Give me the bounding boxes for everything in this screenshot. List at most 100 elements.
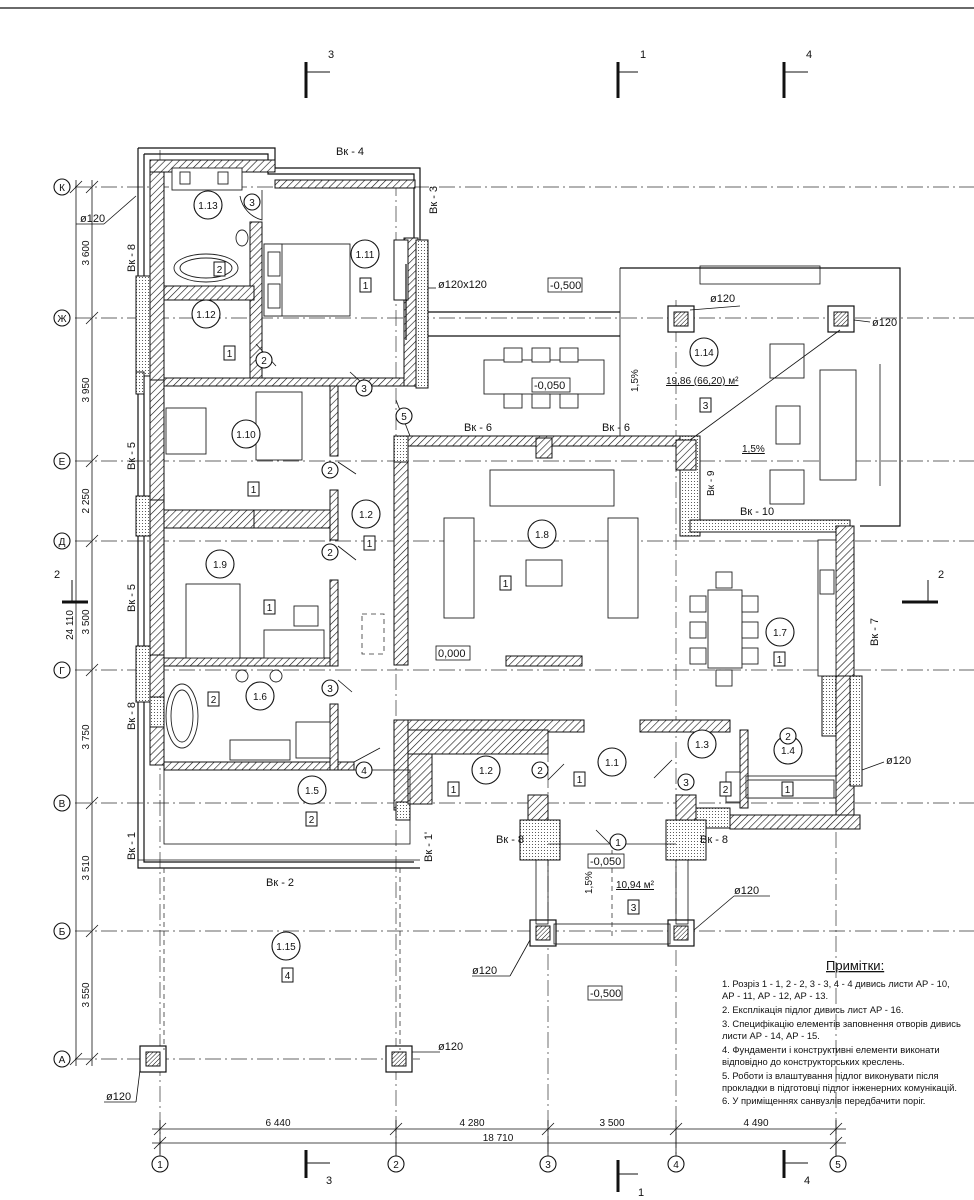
door-2-dressing: 2 — [261, 356, 267, 367]
note-line-7: відповідно до конструкторських креслень. — [722, 1056, 905, 1067]
terrace-details — [619, 268, 841, 441]
wall-label-vk6-right: Вк - 6 — [602, 422, 630, 434]
floor-1-7: 1 — [777, 655, 783, 666]
room-1-10: 1.10 — [236, 430, 256, 441]
floor-1-10: 1 — [251, 485, 257, 496]
room-1-11: 1.11 — [356, 250, 375, 261]
axis-label-4: 4 — [673, 1160, 679, 1171]
room-1-13: 1.13 — [198, 201, 218, 212]
left-dimensions: 3 600 3 950 2 250 3 500 3 750 3 510 3 55… — [65, 180, 99, 1066]
door-1-entrance: 1 — [615, 838, 621, 849]
dim-left-total: 24 110 — [65, 610, 76, 640]
floor-1-12: 1 — [227, 349, 233, 360]
cut-label-1-top: 1 — [640, 49, 646, 61]
axis-label-2: 2 — [393, 1160, 399, 1171]
note-line-2: АР - 11, АР - 12, АР - 13. — [722, 990, 828, 1001]
cut-label-3-bottom: 3 — [326, 1175, 332, 1187]
note-line-5: листи АР - 14, АР - 15. — [722, 1030, 820, 1041]
notes-title: Примітки: — [826, 958, 884, 973]
floor-1-9: 1 — [267, 603, 273, 614]
cut-label-4-top: 4 — [806, 49, 812, 61]
level-yard: -0,500 — [590, 988, 621, 1000]
axis-label-3: 3 — [545, 1160, 551, 1171]
wall-label-vk7: Вк - 7 — [869, 618, 881, 646]
door-3-bedroom: 3 — [361, 384, 367, 395]
note-line-6: 4. Фундаменти і конструктивні елементи в… — [722, 1044, 940, 1055]
column-axis-markers: 1 2 3 4 5 — [151, 1155, 847, 1173]
level-terrace: -0,500 — [550, 280, 581, 292]
dim-left-6: 3 510 — [81, 855, 92, 880]
note-line-3: 2. Експлікація підлог дивись лист АР - 1… — [722, 1004, 904, 1015]
floor-1-13: 2 — [217, 265, 223, 276]
room-1-5: 1.5 — [305, 786, 319, 797]
col-label-2: ø120x120 — [438, 279, 487, 291]
door-5-terrace: 5 — [401, 412, 407, 423]
axis-label-A: А — [59, 1055, 66, 1066]
floor-1-6: 2 — [211, 695, 217, 706]
wall-label-vk3: Вк - 3 — [428, 186, 440, 214]
col-label-1: ø120 — [80, 213, 105, 225]
door-markers: 3 2 3 5 2 2 3 4 2 3 2 1 — [243, 193, 797, 851]
wall-label-vk4: Вк - 4 — [336, 146, 364, 158]
porch — [138, 769, 689, 1050]
wall-label-vk10: Вк - 10 — [740, 506, 774, 518]
dim-left-1: 3 600 — [81, 240, 92, 265]
note-line-8: 5. Роботи із влаштування підлог виконува… — [722, 1070, 939, 1081]
room-1-2-storage: 1.2 — [479, 766, 493, 777]
col-label-3: ø120 — [710, 293, 735, 305]
room-1-1: 1.1 — [605, 758, 619, 769]
wall-label-vk8-porch-right: Вк - 8 — [700, 834, 728, 846]
room-1-2-hall: 1.2 — [359, 510, 373, 521]
bottom-dimensions: 6 440 4 280 3 500 4 490 18 710 — [152, 1118, 846, 1156]
area-terrace: 19,86 (66,20) м² — [666, 376, 739, 387]
door-4-garage: 4 — [361, 766, 367, 777]
floor-1-3: 2 — [723, 785, 729, 796]
level-dining: -0,050 — [534, 380, 565, 392]
room-1-15: 1.15 — [276, 942, 296, 953]
floor-1-2-storage: 1 — [451, 785, 457, 796]
cut-label-3-top: 3 — [328, 49, 334, 61]
dim-bottom-total: 18 710 — [483, 1133, 514, 1144]
room-1-6: 1.6 — [253, 692, 267, 703]
axis-label-K: К — [59, 183, 65, 194]
dim-bottom-1: 6 440 — [265, 1118, 290, 1129]
room-1-12: 1.12 — [196, 310, 216, 321]
column-leaders — [76, 195, 885, 1103]
note-line-4: 3. Специфікацію елементів заповнення отв… — [722, 1018, 961, 1029]
col-label-7: ø120 — [472, 965, 497, 977]
door-3-bath: 3 — [249, 198, 255, 209]
axis-label-E: Е — [59, 457, 66, 468]
wall-label-vk5-lower: Вк - 5 — [126, 584, 138, 612]
floor-1-11: 1 — [363, 281, 369, 292]
axis-label-5: 5 — [835, 1160, 841, 1171]
wall-label-vk8-porch-left: Вк - 8 — [496, 834, 524, 846]
dim-left-7: 3 550 — [81, 982, 92, 1007]
col-label-4: ø120 — [872, 317, 897, 329]
column-labels: ø120 ø120x120 ø120 ø120 ø120 ø120 ø120 ø… — [80, 213, 911, 1103]
floor-1-1: 1 — [577, 775, 583, 786]
slope-terrace: 1,5% — [742, 444, 765, 455]
room-1-14: 1.14 — [694, 348, 714, 359]
section-markers — [62, 62, 938, 1192]
note-line-9: прокладки в підготовці підлог інженерних… — [722, 1082, 957, 1093]
wall-label-vk6-left: Вк - 6 — [464, 422, 492, 434]
door-2-utility: 2 — [785, 732, 791, 743]
notes-block: Примітки: 1. Розріз 1 - 1, 2 - 2, 3 - 3,… — [722, 958, 961, 1106]
cut-label-2-left: 2 — [54, 569, 60, 581]
row-axis-markers: К Ж Е Д Г В Б А — [53, 178, 71, 1068]
dim-left-4: 3 500 — [81, 609, 92, 634]
floor-1-5: 2 — [309, 815, 315, 826]
axis-label-G: Г — [59, 666, 65, 677]
dim-bottom-4: 4 490 — [743, 1118, 768, 1129]
note-line-1: 1. Розріз 1 - 1, 2 - 2, 3 - 3, 4 - 4 див… — [722, 978, 950, 989]
dim-bottom-2: 4 280 — [459, 1118, 484, 1129]
floor-type-marks: 2 1 1 1 1 1 1 1 2 2 1 1 2 1 3 4 3 — [207, 261, 794, 983]
furniture — [163, 167, 881, 803]
floor-1-8: 1 — [503, 579, 509, 590]
room-1-3: 1.3 — [695, 740, 709, 751]
wall-label-vk8-top: Вк - 8 — [126, 244, 138, 272]
axis-label-V: В — [59, 799, 66, 810]
cut-label-4-bottom: 4 — [804, 1175, 810, 1187]
section-labels: 3 1 4 3 1 4 2 2 — [54, 49, 944, 1199]
col-label-6: ø120 — [734, 885, 759, 897]
